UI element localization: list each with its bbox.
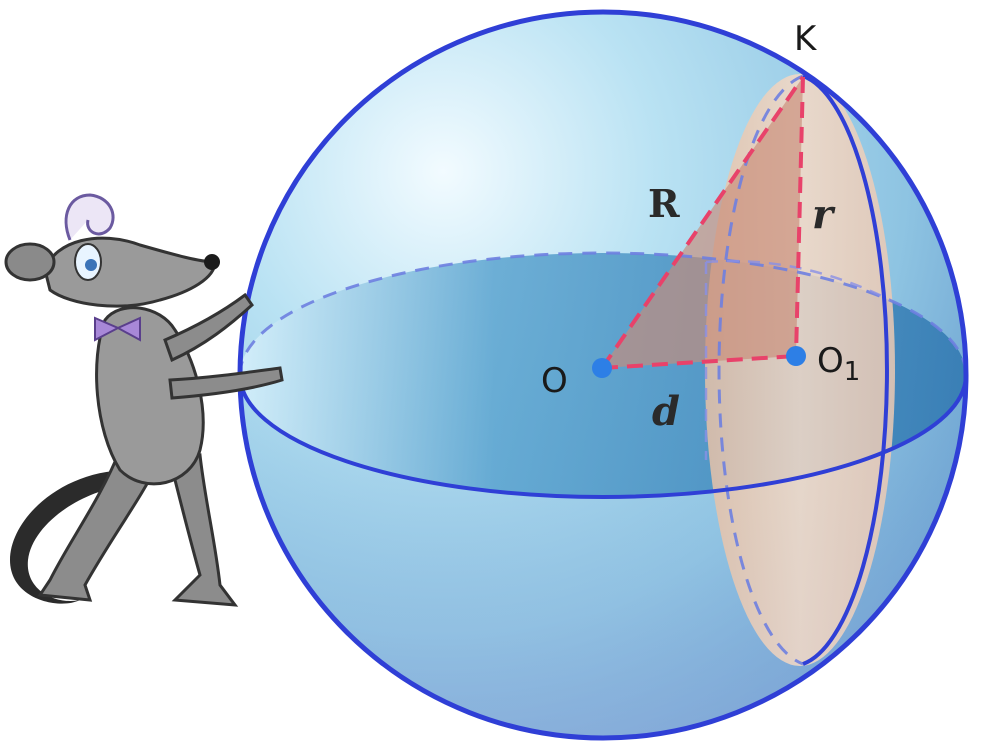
section-back-dashed	[717, 74, 804, 666]
mouse-back-leg	[37, 448, 163, 602]
mouse-bow-tie	[94, 316, 141, 342]
mouse-illustration	[4, 193, 284, 607]
label-K: K	[794, 19, 818, 59]
mouse-ear	[4, 242, 56, 282]
section-front	[802, 74, 889, 666]
segment-d	[601, 354, 797, 370]
mouse-nose	[204, 254, 220, 270]
mouse-hair-curl	[64, 193, 115, 241]
label-d: d	[652, 388, 680, 435]
point-O	[592, 358, 612, 378]
mouse-front-leg	[168, 453, 239, 607]
label-O1-subscript: 1	[844, 357, 861, 387]
label-O: O	[541, 361, 568, 401]
equator-back-dashed	[238, 251, 968, 376]
point-O1	[786, 346, 806, 366]
segment-r	[794, 76, 805, 357]
segment-R	[600, 75, 805, 370]
label-O1: O1	[817, 341, 860, 387]
triangle-edges	[600, 75, 805, 370]
mouse-upper-arm	[163, 292, 254, 363]
mouse-head	[43, 236, 217, 308]
section-inner-dashed	[704, 259, 891, 460]
label-R: R	[648, 181, 680, 226]
mouse-tail	[10, 470, 130, 604]
label-r: r	[812, 191, 836, 238]
mouse-lower-arm	[168, 366, 284, 400]
label-O1-base: O	[817, 341, 844, 381]
mouse-pupil	[85, 259, 97, 271]
equator-front	[238, 374, 968, 499]
